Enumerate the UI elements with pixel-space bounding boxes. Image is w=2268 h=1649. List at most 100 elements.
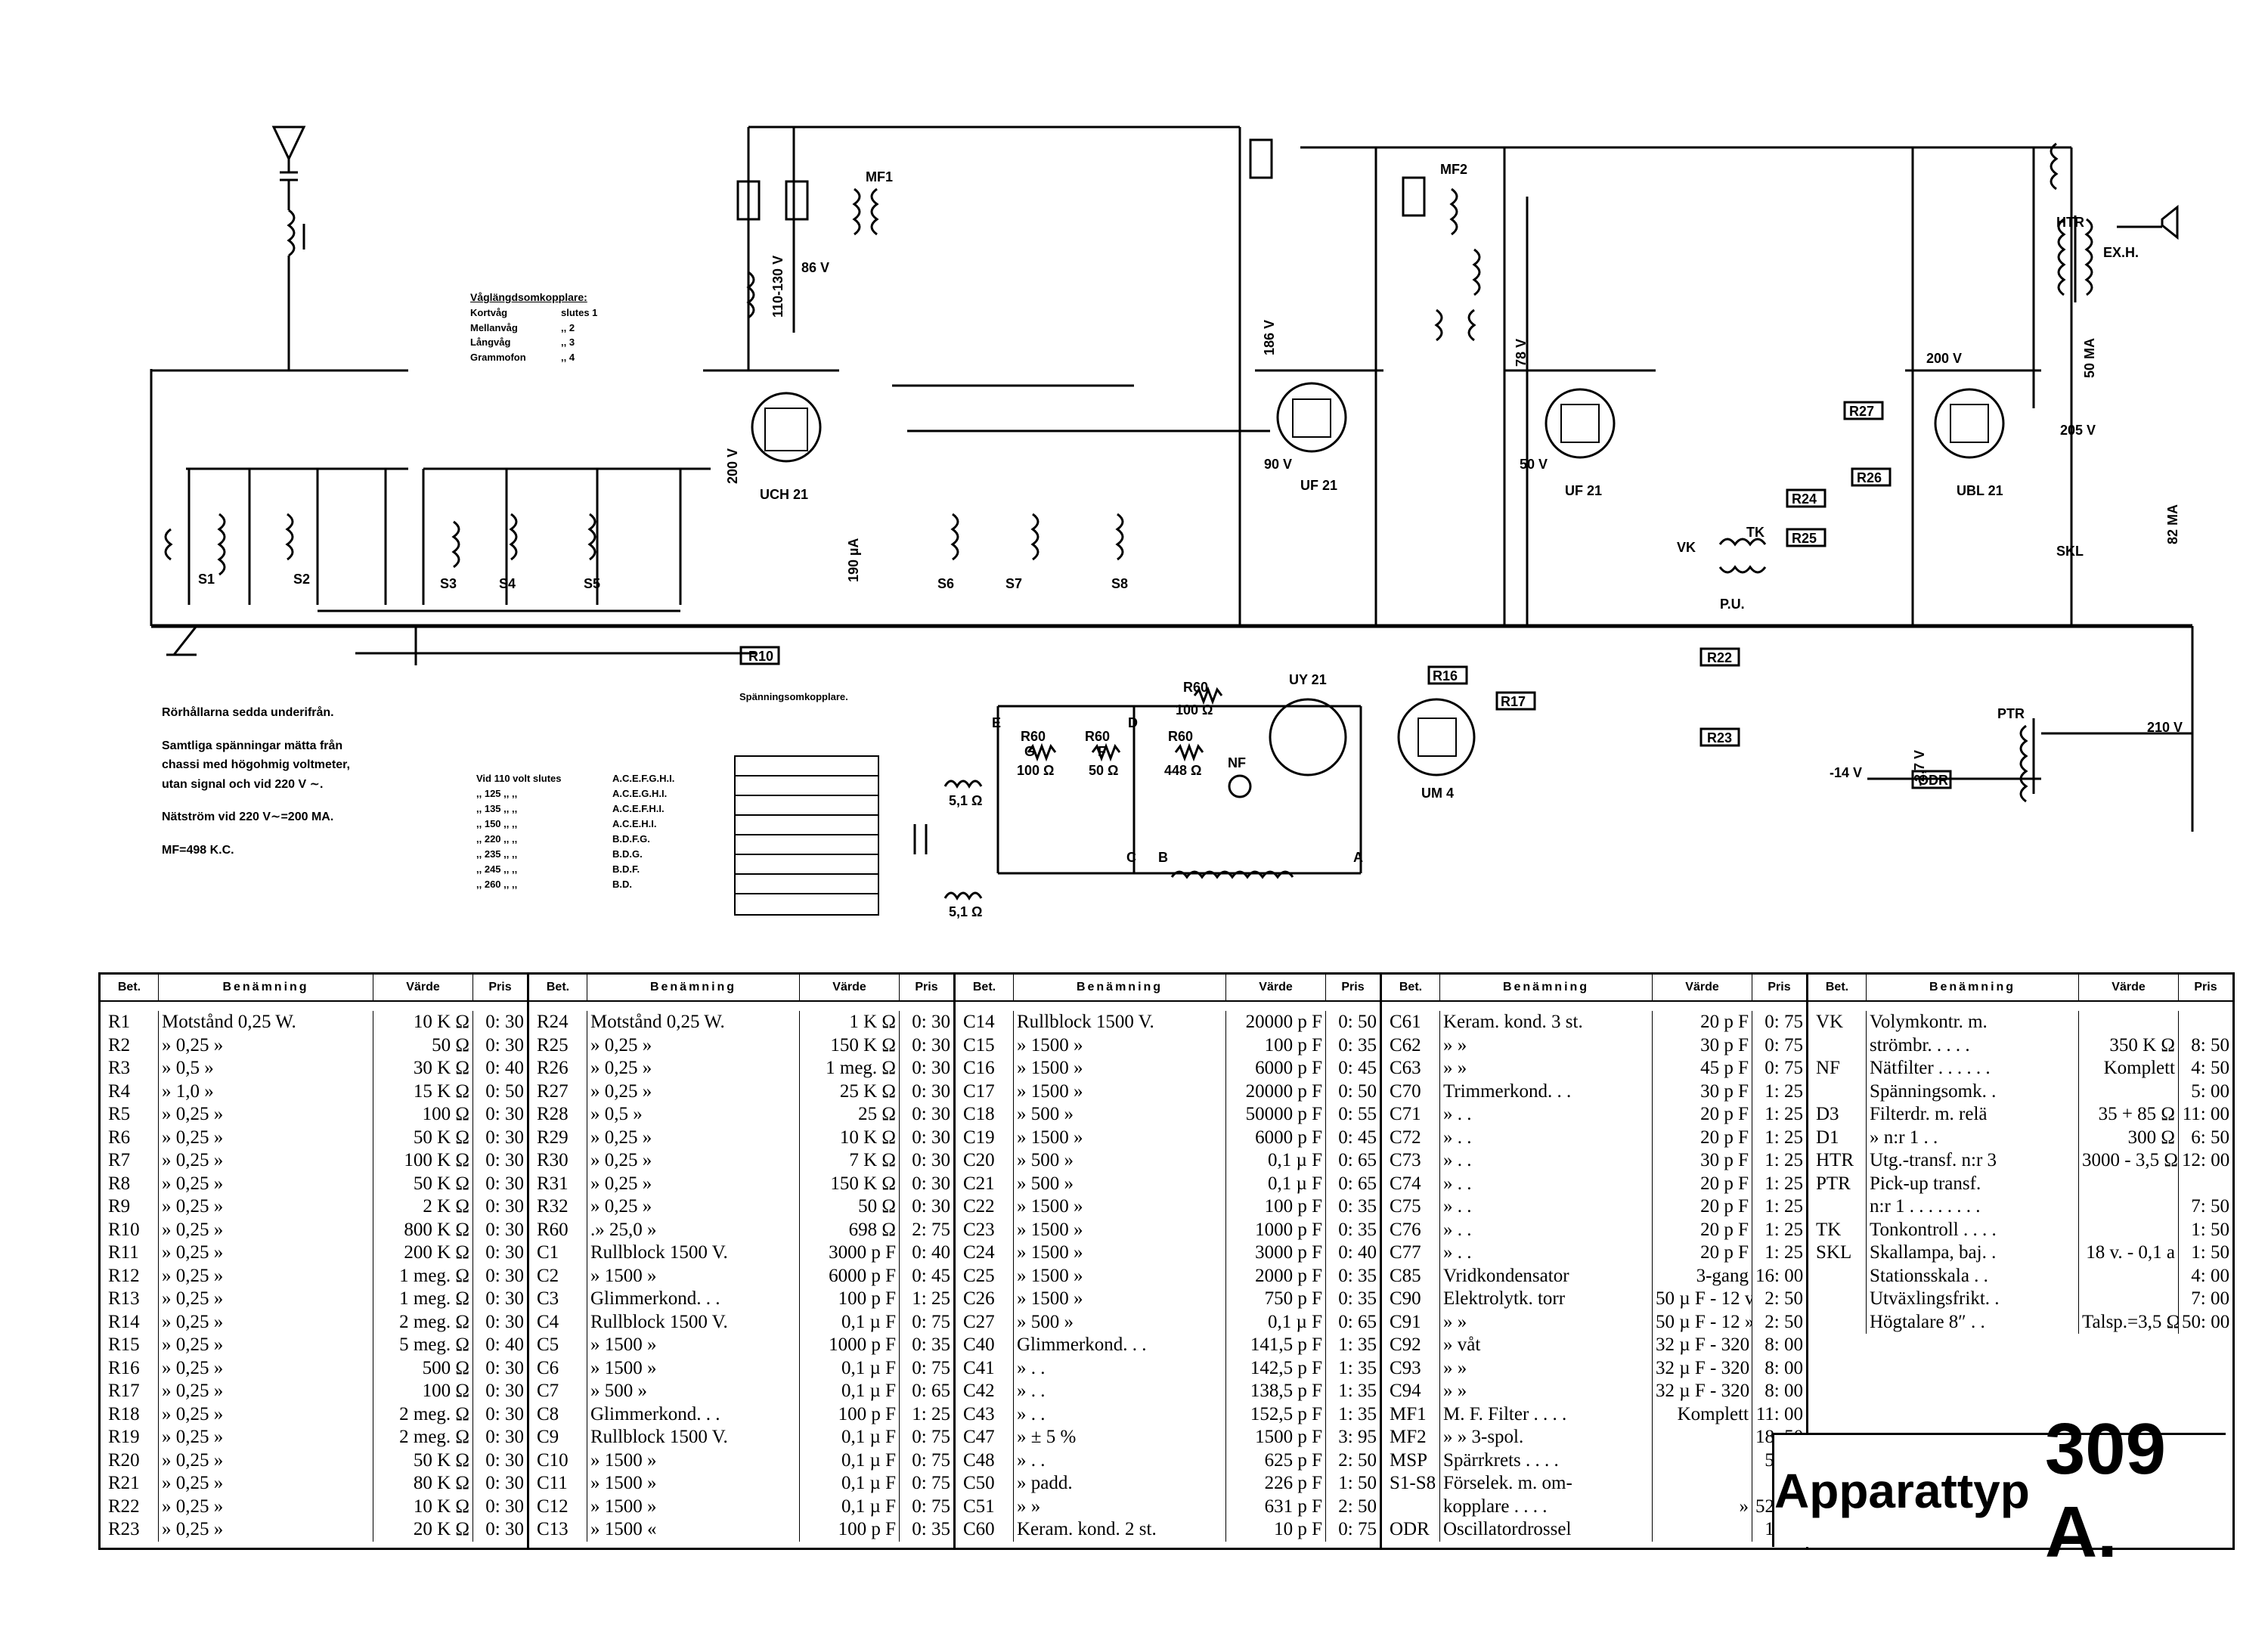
part-value: 32 µ F - 320 v. <box>1652 1334 1752 1357</box>
part-price: 0: 30 <box>472 1426 527 1449</box>
part-price: 0: 50 <box>1325 1011 1380 1034</box>
header-bet: Bet. <box>1399 981 1423 993</box>
part-price: 7: 00 <box>2178 1288 2232 1311</box>
part-price: 0: 35 <box>1325 1288 1380 1311</box>
part-description: » 500 » <box>1013 1103 1225 1127</box>
label-switch-d: D <box>1128 715 1138 730</box>
part-description: Trimmerkond. . . <box>1439 1080 1652 1103</box>
part-designator: C23 <box>963 1219 995 1240</box>
label-skl: NF <box>1228 755 1246 770</box>
part-designator: VK <box>1816 1012 1844 1032</box>
part-description: » 0,25 » <box>158 1218 373 1241</box>
part-value: 20000 p F <box>1225 1011 1325 1034</box>
part-price: 3: 95 <box>1325 1426 1380 1449</box>
label-s8: S8 <box>1111 576 1128 591</box>
part-price: 0: 30 <box>472 1449 527 1472</box>
label-s2: S2 <box>293 572 310 587</box>
part-description: » . . <box>1013 1380 1225 1403</box>
part-description: » 500 » <box>587 1380 799 1403</box>
part-price: 0: 65 <box>1325 1172 1380 1195</box>
part-value: Komplett <box>2078 1057 2178 1080</box>
voltage-row: ,, 235 ,, ,,B.D.G. <box>476 848 643 860</box>
part-description: » 0,25 » <box>158 1334 373 1357</box>
part-value: 300 Ω <box>2078 1126 2178 1149</box>
part-designator: C61 <box>1390 1012 1421 1032</box>
part-price: 11: 00 <box>2178 1103 2232 1127</box>
part-value: 150 K Ω <box>799 1172 899 1195</box>
label-switch-f: F <box>1098 744 1106 759</box>
part-price <box>1752 1472 1806 1496</box>
part-description: Keram. kond. 2 st. <box>1013 1518 1225 1542</box>
part-price: 0: 40 <box>472 1057 527 1080</box>
part-value: 30 K Ω <box>373 1057 472 1080</box>
voltage-row: ,, 135 ,, ,,A.C.E.F.H.I. <box>476 803 665 814</box>
part-designator: C25 <box>963 1265 995 1286</box>
part-price: 0: 35 <box>1325 1264 1380 1288</box>
label-tk: SKL <box>2056 544 2084 559</box>
part-price: 0: 75 <box>899 1472 953 1496</box>
part-price: 8: 50 <box>2178 1034 2232 1057</box>
label-r60-d: R60 <box>1168 729 1193 744</box>
part-designator: C2 <box>537 1265 559 1286</box>
label-r23: R26 <box>1857 470 1882 485</box>
part-price: 8: 00 <box>1752 1334 1806 1357</box>
part-designator: C19 <box>963 1127 995 1148</box>
part-value: 10 K Ω <box>373 1011 472 1034</box>
part-designator: R28 <box>537 1104 569 1124</box>
parts-row: ODROscillatordrossel1: 50 <box>1382 1518 1806 1542</box>
part-description: » . . <box>1439 1103 1652 1127</box>
part-description: » 1500 » <box>587 1264 799 1288</box>
parts-row: n:r 1 . . . . . . . .7: 50 <box>1808 1195 2232 1219</box>
header-name: Benämning <box>1866 975 2078 1000</box>
part-designator: C63 <box>1390 1058 1421 1078</box>
part-value <box>1652 1426 1752 1449</box>
part-price: 0: 30 <box>899 1149 953 1173</box>
part-designator: R31 <box>537 1173 569 1194</box>
part-designator: R15 <box>108 1334 140 1355</box>
part-description: » . . <box>1439 1149 1652 1173</box>
part-value: 142,5 p F <box>1225 1356 1325 1380</box>
part-price: 1: 25 <box>1752 1195 1806 1219</box>
part-price: 0: 75 <box>899 1449 953 1472</box>
part-value <box>1652 1472 1752 1496</box>
part-price: 0: 35 <box>1325 1034 1380 1057</box>
part-price: 2: 50 <box>1325 1449 1380 1472</box>
part-price: 1: 25 <box>1752 1080 1806 1103</box>
part-value: 2 meg. Ω <box>373 1426 472 1449</box>
label-51ohm-a: 5,1 Ω <box>949 793 982 808</box>
part-price: 0: 30 <box>472 1518 527 1542</box>
label-50ma: 50 MA <box>2082 338 2097 378</box>
part-price: 5: 00 <box>2178 1080 2232 1103</box>
part-description: » 0,25 » <box>158 1241 373 1265</box>
part-value: 20 p F <box>1652 1103 1752 1127</box>
part-price: 16: 00 <box>1752 1264 1806 1288</box>
part-description: » 1500 » <box>1013 1288 1225 1311</box>
part-description: » 1500 » <box>1013 1080 1225 1103</box>
parts-row: C91» »50 µ F - 12 »2: 50 <box>1382 1310 1806 1334</box>
part-designator: C42 <box>963 1381 995 1401</box>
label-s3: S3 <box>440 576 457 591</box>
part-designator: C70 <box>1390 1080 1421 1102</box>
part-description: » 0,25 » <box>158 1103 373 1127</box>
part-description: Elektrolytk. torr <box>1439 1288 1652 1311</box>
